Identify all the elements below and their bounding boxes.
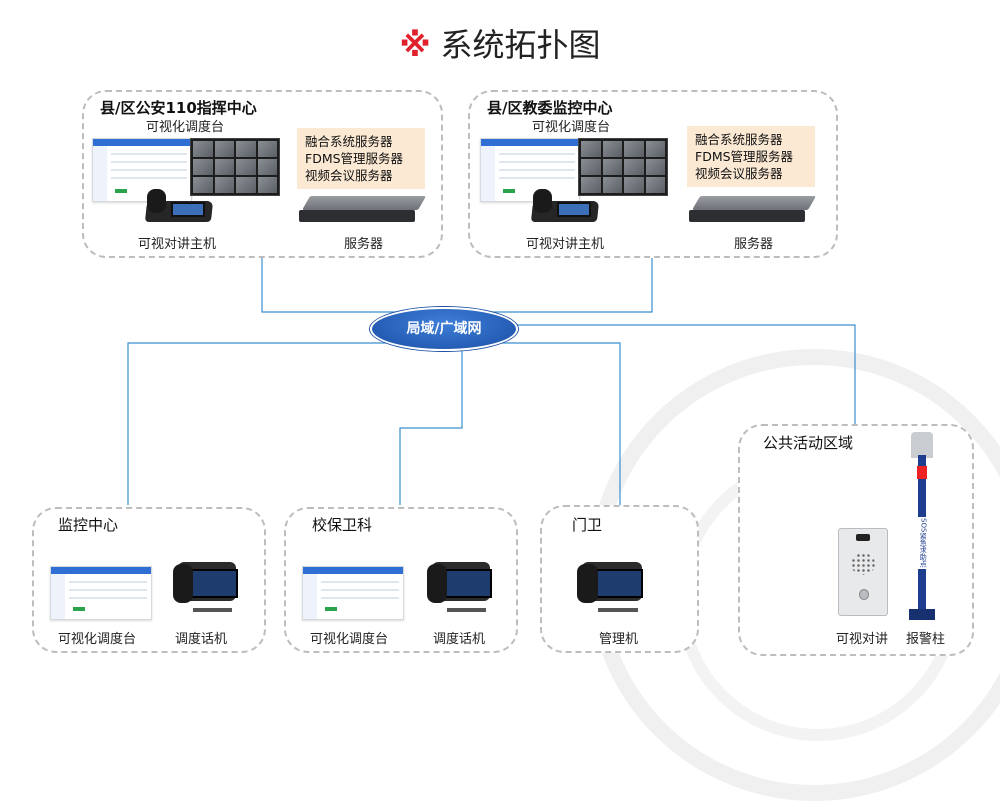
intercom-host-label: 可视对讲主机 [526, 237, 605, 252]
alarm-pillar: SOS紧急求助点 [900, 432, 944, 620]
console-label: 可视化调度台 [58, 632, 137, 647]
dispatch-phone-label: 调度话机 [433, 632, 486, 647]
lan-wan-node: 局域/广域网 [370, 307, 518, 351]
dispatch-console-screen [302, 566, 404, 620]
console-label: 可视化调度台 [310, 632, 389, 647]
server-services-note: 融合系统服务器 FDMS管理服务器 视频会议服务器 [297, 128, 425, 189]
education-center-title: 县/区教委监控中心 [487, 99, 613, 117]
video-wall [190, 138, 280, 196]
title-text: 系统拓扑图 [440, 26, 601, 64]
console-label: 可视化调度台 [532, 120, 611, 135]
dispatch-phone-label: 调度话机 [175, 632, 228, 647]
console-label: 可视化调度台 [146, 120, 225, 135]
server-label: 服务器 [734, 237, 774, 252]
server-label: 服务器 [344, 237, 384, 252]
service-item: 视频会议服务器 [695, 166, 783, 181]
video-intercom-host [530, 188, 600, 222]
link-security [399, 345, 463, 505]
management-phone-label: 管理机 [599, 632, 639, 647]
service-item: FDMS管理服务器 [305, 151, 404, 166]
service-item: 融合系统服务器 [305, 134, 393, 149]
link-monitor [127, 342, 400, 505]
dispatch-console-screen [92, 138, 192, 202]
video-intercom-label: 可视对讲 [836, 632, 889, 647]
dispatch-phone [426, 562, 496, 618]
server-services-note: 融合系统服务器 FDMS管理服务器 视频会议服务器 [687, 126, 815, 187]
intercom-host-label: 可视对讲主机 [138, 237, 217, 252]
command-center-title: 县/区公安110指挥中心 [100, 99, 257, 117]
service-item: 视频会议服务器 [305, 168, 393, 183]
service-item: 融合系统服务器 [695, 132, 783, 147]
rack-server [299, 196, 427, 222]
link-top-right [490, 255, 653, 313]
link-gate [485, 342, 621, 505]
network-links [127, 255, 856, 505]
management-phone [576, 562, 648, 618]
gate-title: 门卫 [572, 516, 603, 534]
video-intercom-host [144, 188, 214, 222]
monitor-center-title: 监控中心 [58, 516, 119, 534]
link-top-left [261, 255, 400, 313]
page-title: ※系统拓扑图 [0, 20, 1000, 66]
dispatch-console-screen [50, 566, 152, 620]
rack-server [689, 196, 817, 222]
video-intercom-panel [838, 528, 888, 616]
public-area-title: 公共活动区域 [763, 434, 854, 452]
alarm-pillar-panel: SOS紧急求助点 [916, 516, 928, 570]
school-security-title: 校保卫科 [312, 516, 373, 534]
dispatch-phone [172, 562, 242, 618]
service-item: FDMS管理服务器 [695, 149, 794, 164]
video-wall [578, 138, 668, 196]
title-mark: ※ [399, 26, 431, 64]
link-public [510, 324, 856, 428]
alarm-pillar-label: 报警柱 [906, 632, 946, 647]
